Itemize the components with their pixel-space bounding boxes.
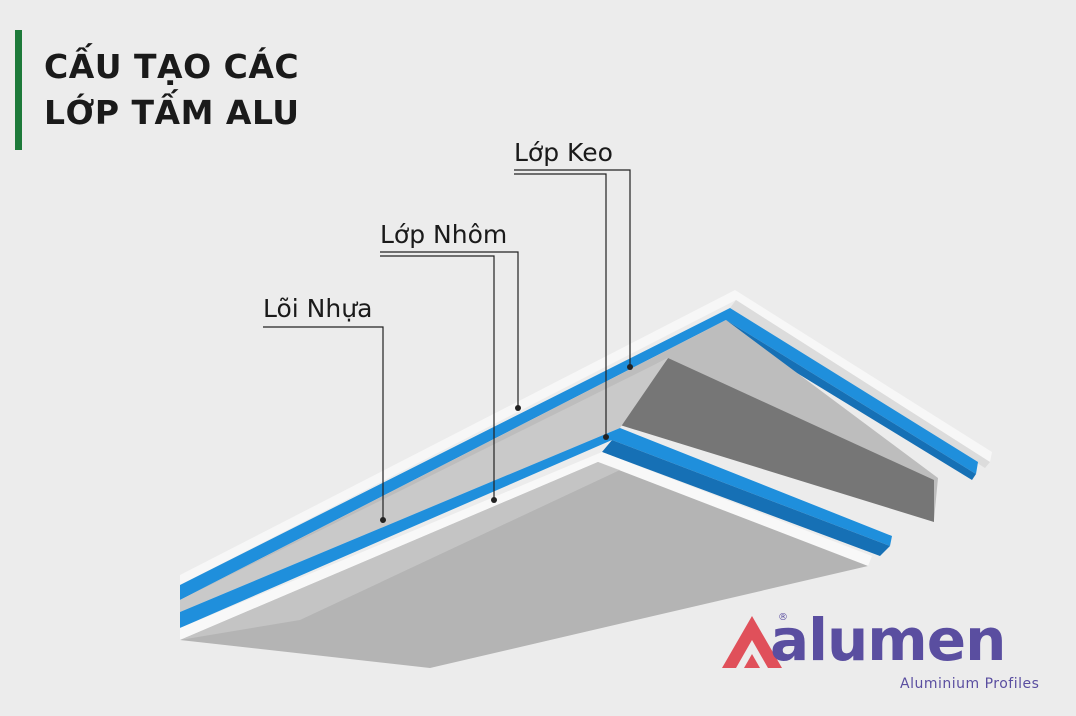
panel-underside-light [180, 462, 620, 640]
top-glue-face [720, 320, 976, 480]
label-aluminium-layer: Lớp Nhôm [380, 220, 508, 249]
leader-line-loi [263, 326, 384, 520]
page-title: CẤU TẠO CÁC LỚP TẤM ALU [44, 44, 300, 136]
logo-mark-icon [722, 616, 782, 668]
title-line-2: LỚP TẤM ALU [44, 93, 300, 132]
plastic-core [180, 320, 938, 610]
logo-wordmark: alumen [770, 606, 1006, 674]
plastic-core-side [180, 358, 668, 612]
bottom-glue-face [602, 440, 890, 556]
logo-mark-inner-icon [744, 654, 760, 668]
logo-registered-mark: ® [778, 612, 788, 623]
leader-dot-nhom-1 [515, 405, 521, 411]
leader-line-keo-1 [514, 169, 631, 367]
leader-line-nhom-1 [380, 251, 519, 408]
bottom-glue-layer [180, 428, 892, 628]
leader-dot-nhom-2 [491, 497, 497, 503]
bottom-aluminium-sheet [180, 452, 872, 640]
title-line-1: CẤU TẠO CÁC [44, 47, 300, 86]
leader-dot-keo-2 [603, 434, 609, 440]
label-glue-layer: Lớp Keo [514, 138, 613, 167]
panel-underside [180, 462, 868, 668]
logo-tagline: Aluminium Profiles [900, 676, 1040, 692]
leader-line-nhom-2 [380, 255, 495, 500]
title-accent-bar [15, 30, 22, 150]
leader-line-keo-2 [514, 173, 607, 437]
top-aluminium-face [730, 300, 990, 468]
leader-dot-keo-1 [627, 364, 633, 370]
leader-dot-loi [380, 517, 386, 523]
label-plastic-core: Lõi Nhựa [263, 294, 373, 323]
plastic-core-face [620, 358, 934, 522]
